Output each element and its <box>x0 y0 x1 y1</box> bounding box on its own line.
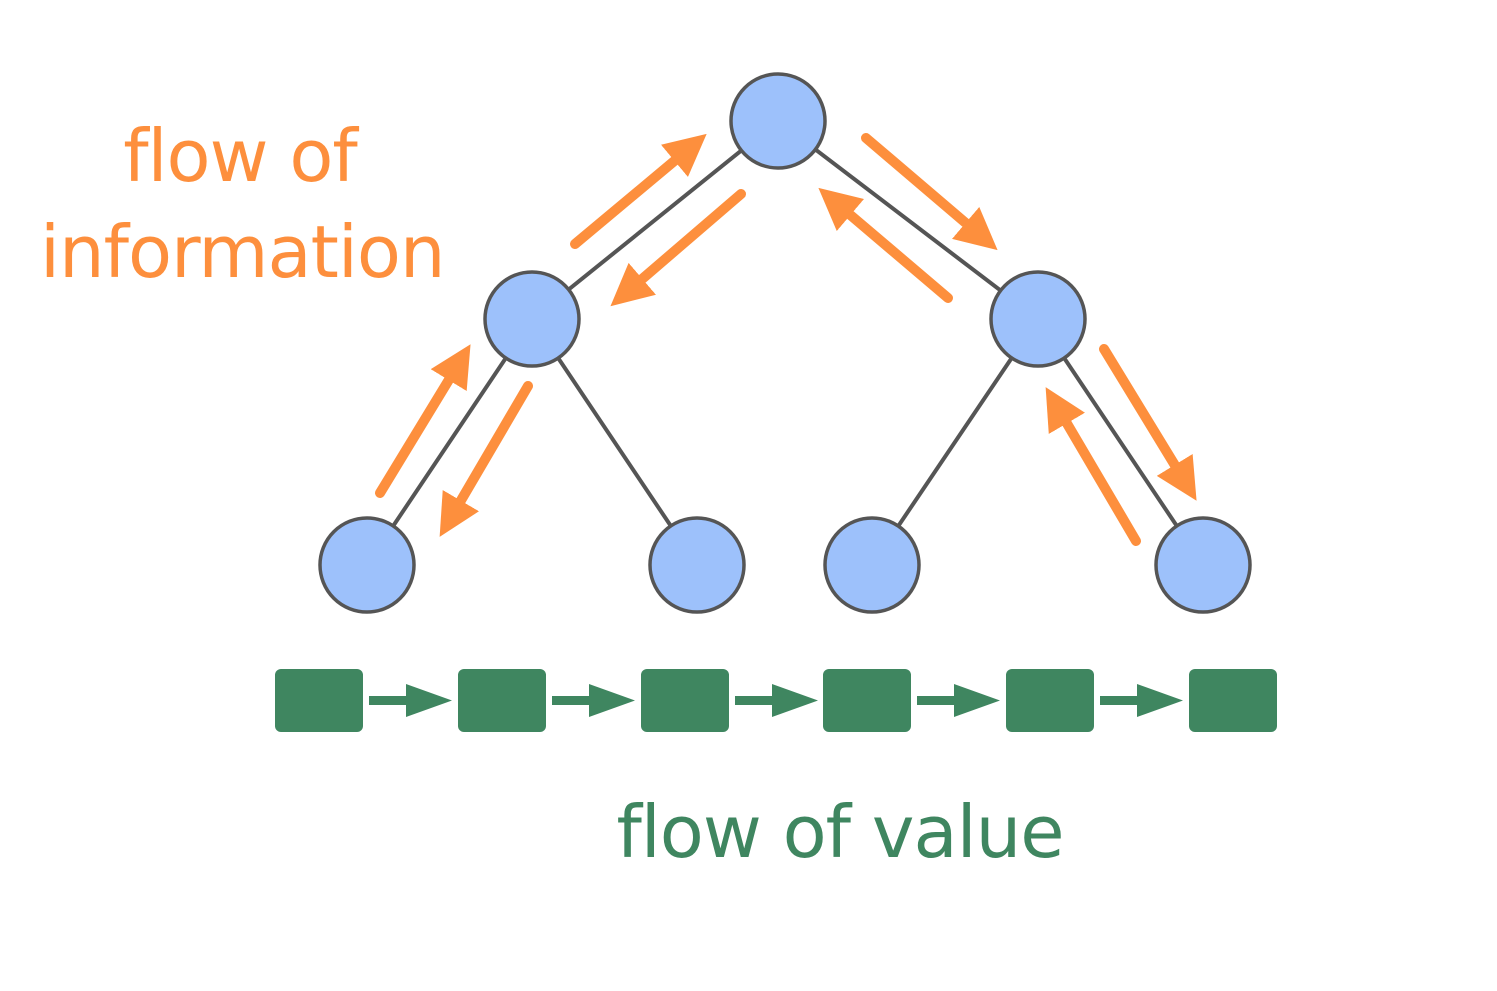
edge-midleft-leaf2 <box>530 317 699 567</box>
value-block-4 <box>823 669 911 732</box>
value-chain <box>275 669 1277 732</box>
information-arrows <box>375 133 1197 546</box>
flow-of-value-label: flow of value <box>616 790 1064 874</box>
tree-nodes <box>318 72 1252 614</box>
node-leaf-3 <box>823 516 921 614</box>
flow-of-information-line-1: flow of <box>123 114 358 198</box>
tree-edges <box>365 119 1205 567</box>
info-arrow-down-left-bottom <box>439 381 533 537</box>
node-leaf-4 <box>1154 516 1252 614</box>
node-leaf-1 <box>318 516 416 614</box>
flow-of-information-label: flow of information <box>40 108 446 300</box>
edge-root-midright <box>776 119 1040 321</box>
value-block-5 <box>1006 669 1094 732</box>
value-block-2 <box>458 669 546 732</box>
info-arrow-down-right-bottom <box>1099 344 1197 501</box>
edge-midleft-leaf1 <box>365 317 534 567</box>
info-arrow-up-right-bottom <box>1045 387 1141 546</box>
info-arrow-up-right-top <box>818 187 953 303</box>
value-blocks <box>275 669 1277 732</box>
flow-of-information-line-2: information <box>40 210 446 294</box>
value-arrow-3 <box>735 684 818 717</box>
node-leaf-2 <box>648 516 746 614</box>
info-arrow-down-right-top <box>861 133 998 251</box>
edge-root-midleft <box>530 119 780 321</box>
value-block-3 <box>641 669 729 732</box>
value-block-6 <box>1189 669 1277 732</box>
value-arrows <box>369 684 1183 717</box>
info-arrow-up-left-top <box>570 133 707 249</box>
info-arrow-up-left-bottom <box>375 344 471 498</box>
value-block-1 <box>275 669 363 732</box>
edge-midright-leaf4 <box>1036 317 1205 567</box>
value-arrow-2 <box>552 684 635 717</box>
value-arrow-5 <box>1100 684 1183 717</box>
info-arrow-down-left-top <box>610 189 746 307</box>
node-root <box>729 72 827 170</box>
node-mid-left <box>483 270 581 368</box>
edge-midright-leaf3 <box>870 317 1040 567</box>
node-mid-right <box>989 270 1087 368</box>
value-arrow-1 <box>369 684 452 717</box>
value-arrow-4 <box>917 684 1000 717</box>
